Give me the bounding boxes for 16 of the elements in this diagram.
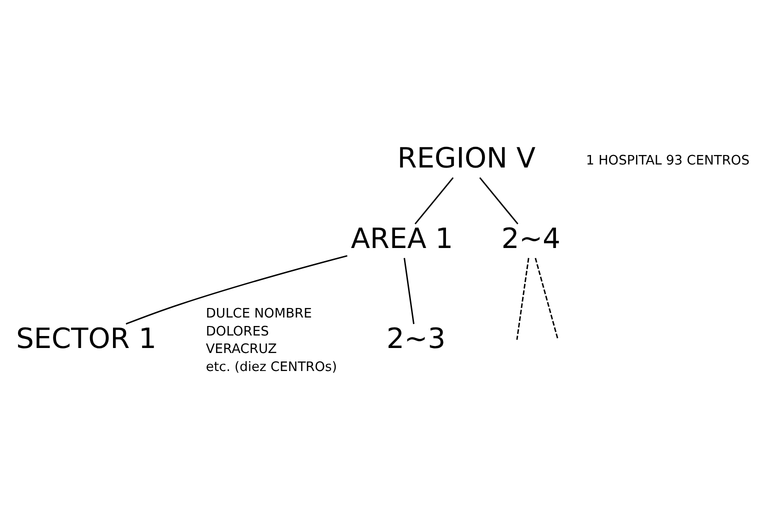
node-text: REGION Ⅴ [397, 141, 536, 174]
node-text: AREA 1 [350, 221, 454, 254]
node-text: 2~3 [386, 321, 446, 354]
node-label: VERACRUZ [206, 342, 277, 357]
node-label: DOLORES [206, 324, 269, 339]
node-text: 2~4 [501, 221, 560, 254]
connector [516, 257, 530, 340]
connector [404, 257, 414, 324]
connector [414, 176, 454, 224]
connector [479, 176, 518, 224]
node-label: etc. (diez CENTROs) [206, 359, 337, 374]
node-text: SECTOR 1 [16, 321, 156, 354]
node-label: DULCE NOMBRE [206, 306, 312, 322]
connector [126, 254, 348, 324]
node-label: 1 HOSPITAL 93 CENTROS [586, 152, 750, 168]
connector [534, 257, 559, 340]
